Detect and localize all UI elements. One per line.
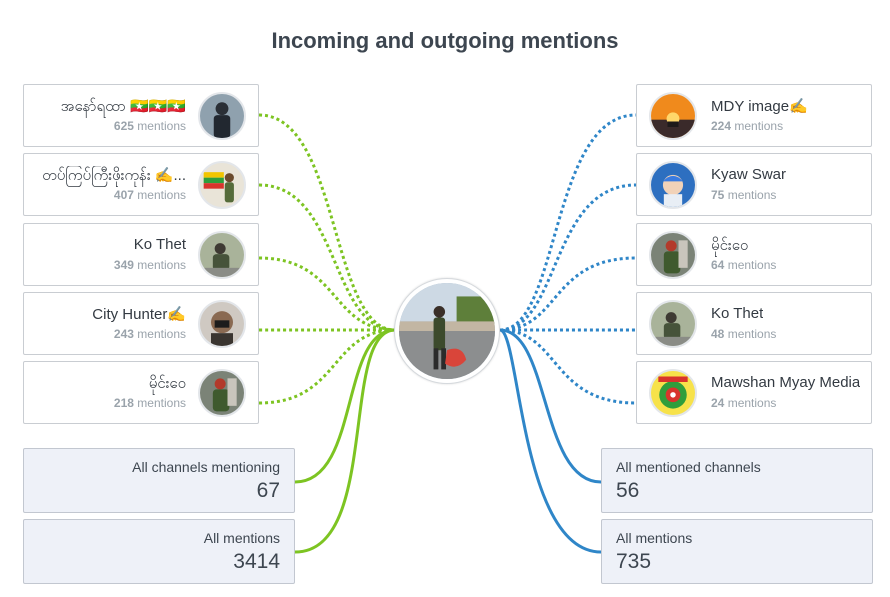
incoming-channel-card[interactable]: မိုင်းဝေ 218 mentions [23, 361, 259, 424]
incoming-channel-card[interactable]: City Hunter✍️ 243 mentions [23, 292, 259, 355]
link-mentioned-channels [499, 328, 602, 484]
link-mentions-in [294, 328, 396, 554]
channel-name: City Hunter✍️ [92, 306, 186, 323]
mention-count: 64 mentions [711, 258, 777, 272]
outgoing-channel-card[interactable]: MDY image✍️ 224 mentions [636, 84, 872, 147]
link-mentions-out [499, 328, 602, 554]
outgoing-total-links [499, 328, 602, 554]
person-icon [198, 231, 246, 279]
channel-name: Ko Thet [711, 305, 764, 322]
channel-name: မိုင်းဝေ [148, 375, 186, 392]
mention-count: 349 mentions [113, 258, 186, 272]
link-incoming-3 [258, 256, 396, 332]
page-title: Incoming and outgoing mentions [271, 28, 619, 53]
incoming-channel-card[interactable]: အနော်ရထာ 🇲🇲🇲🇲🇲🇲 625 mentions [23, 84, 259, 147]
outgoing-channel-card[interactable]: Ko Thet 48 mentions [636, 292, 872, 355]
child-icon [649, 161, 697, 209]
channel-name: MDY image✍️ [711, 98, 808, 115]
link-outgoing-1 [499, 113, 637, 332]
center-channel-avatar[interactable] [394, 278, 500, 384]
link-incoming-5 [258, 328, 396, 405]
person-icon [649, 231, 697, 279]
total-value: 3414 [233, 550, 280, 573]
sunset-icon [649, 92, 697, 140]
mention-count: 625 mentions [113, 119, 186, 133]
mention-count: 243 mentions [113, 327, 186, 341]
mention-count: 75 mentions [711, 188, 777, 202]
channel-name: Mawshan Myay Media [711, 374, 861, 391]
channel-name: အနော်ရထာ 🇲🇲🇲🇲🇲🇲 [60, 98, 186, 115]
incoming-channel-card[interactable]: တပ်ကြပ်ကြီးဖိုးကုန်း ✍️... 407 mentions [23, 153, 259, 216]
total-mentions-out: All mentions 735 [601, 519, 873, 584]
outgoing-channel-card[interactable]: မိုင်းဝေ 64 mentions [636, 223, 872, 286]
total-value: 56 [616, 479, 640, 502]
incoming-total-links [294, 328, 396, 554]
total-value: 67 [256, 479, 280, 502]
mention-count: 224 mentions [711, 119, 784, 133]
person-icon [198, 92, 246, 140]
person-icon [198, 369, 246, 417]
total-mentions-in: All mentions 3414 [23, 519, 295, 584]
channel-name: မိုင်းဝေ [711, 237, 749, 254]
total-label: All mentioned channels [616, 459, 761, 475]
person-icon [198, 300, 246, 348]
link-outgoing-5 [499, 328, 637, 405]
mention-count: 48 mentions [711, 327, 777, 341]
link-channels-mentioning [294, 328, 396, 484]
outgoing-channel-card[interactable]: Kyaw Swar 75 mentions [636, 153, 872, 216]
link-incoming-2 [258, 183, 396, 332]
person-icon [649, 300, 697, 348]
incoming-links [258, 113, 396, 405]
mention-count: 218 mentions [113, 396, 186, 410]
total-channels-mentioning: All channels mentioning 67 [23, 448, 295, 513]
total-label: All mentions [616, 530, 693, 546]
total-label: All mentions [203, 530, 280, 546]
total-mentioned-channels: All mentioned channels 56 [601, 448, 873, 513]
incoming-channel-card[interactable]: Ko Thet 349 mentions [23, 223, 259, 286]
link-outgoing-3 [499, 256, 637, 332]
channel-name: တပ်ကြပ်ကြီးဖိုးကုန်း ✍️... [42, 167, 186, 184]
outgoing-links [499, 113, 637, 405]
link-incoming-1 [258, 113, 396, 332]
link-outgoing-2 [499, 183, 637, 332]
mention-count: 24 mentions [711, 396, 777, 410]
total-value: 735 [616, 550, 652, 573]
channel-name: Kyaw Swar [711, 166, 787, 183]
total-label: All channels mentioning [132, 459, 280, 475]
logo-icon [649, 369, 697, 417]
person-icon [399, 283, 495, 379]
mention-count: 407 mentions [113, 188, 186, 202]
outgoing-channel-card[interactable]: Mawshan Myay Media 24 mentions [636, 361, 872, 424]
channel-name: Ko Thet [133, 236, 186, 253]
flag-person-icon [198, 161, 246, 209]
